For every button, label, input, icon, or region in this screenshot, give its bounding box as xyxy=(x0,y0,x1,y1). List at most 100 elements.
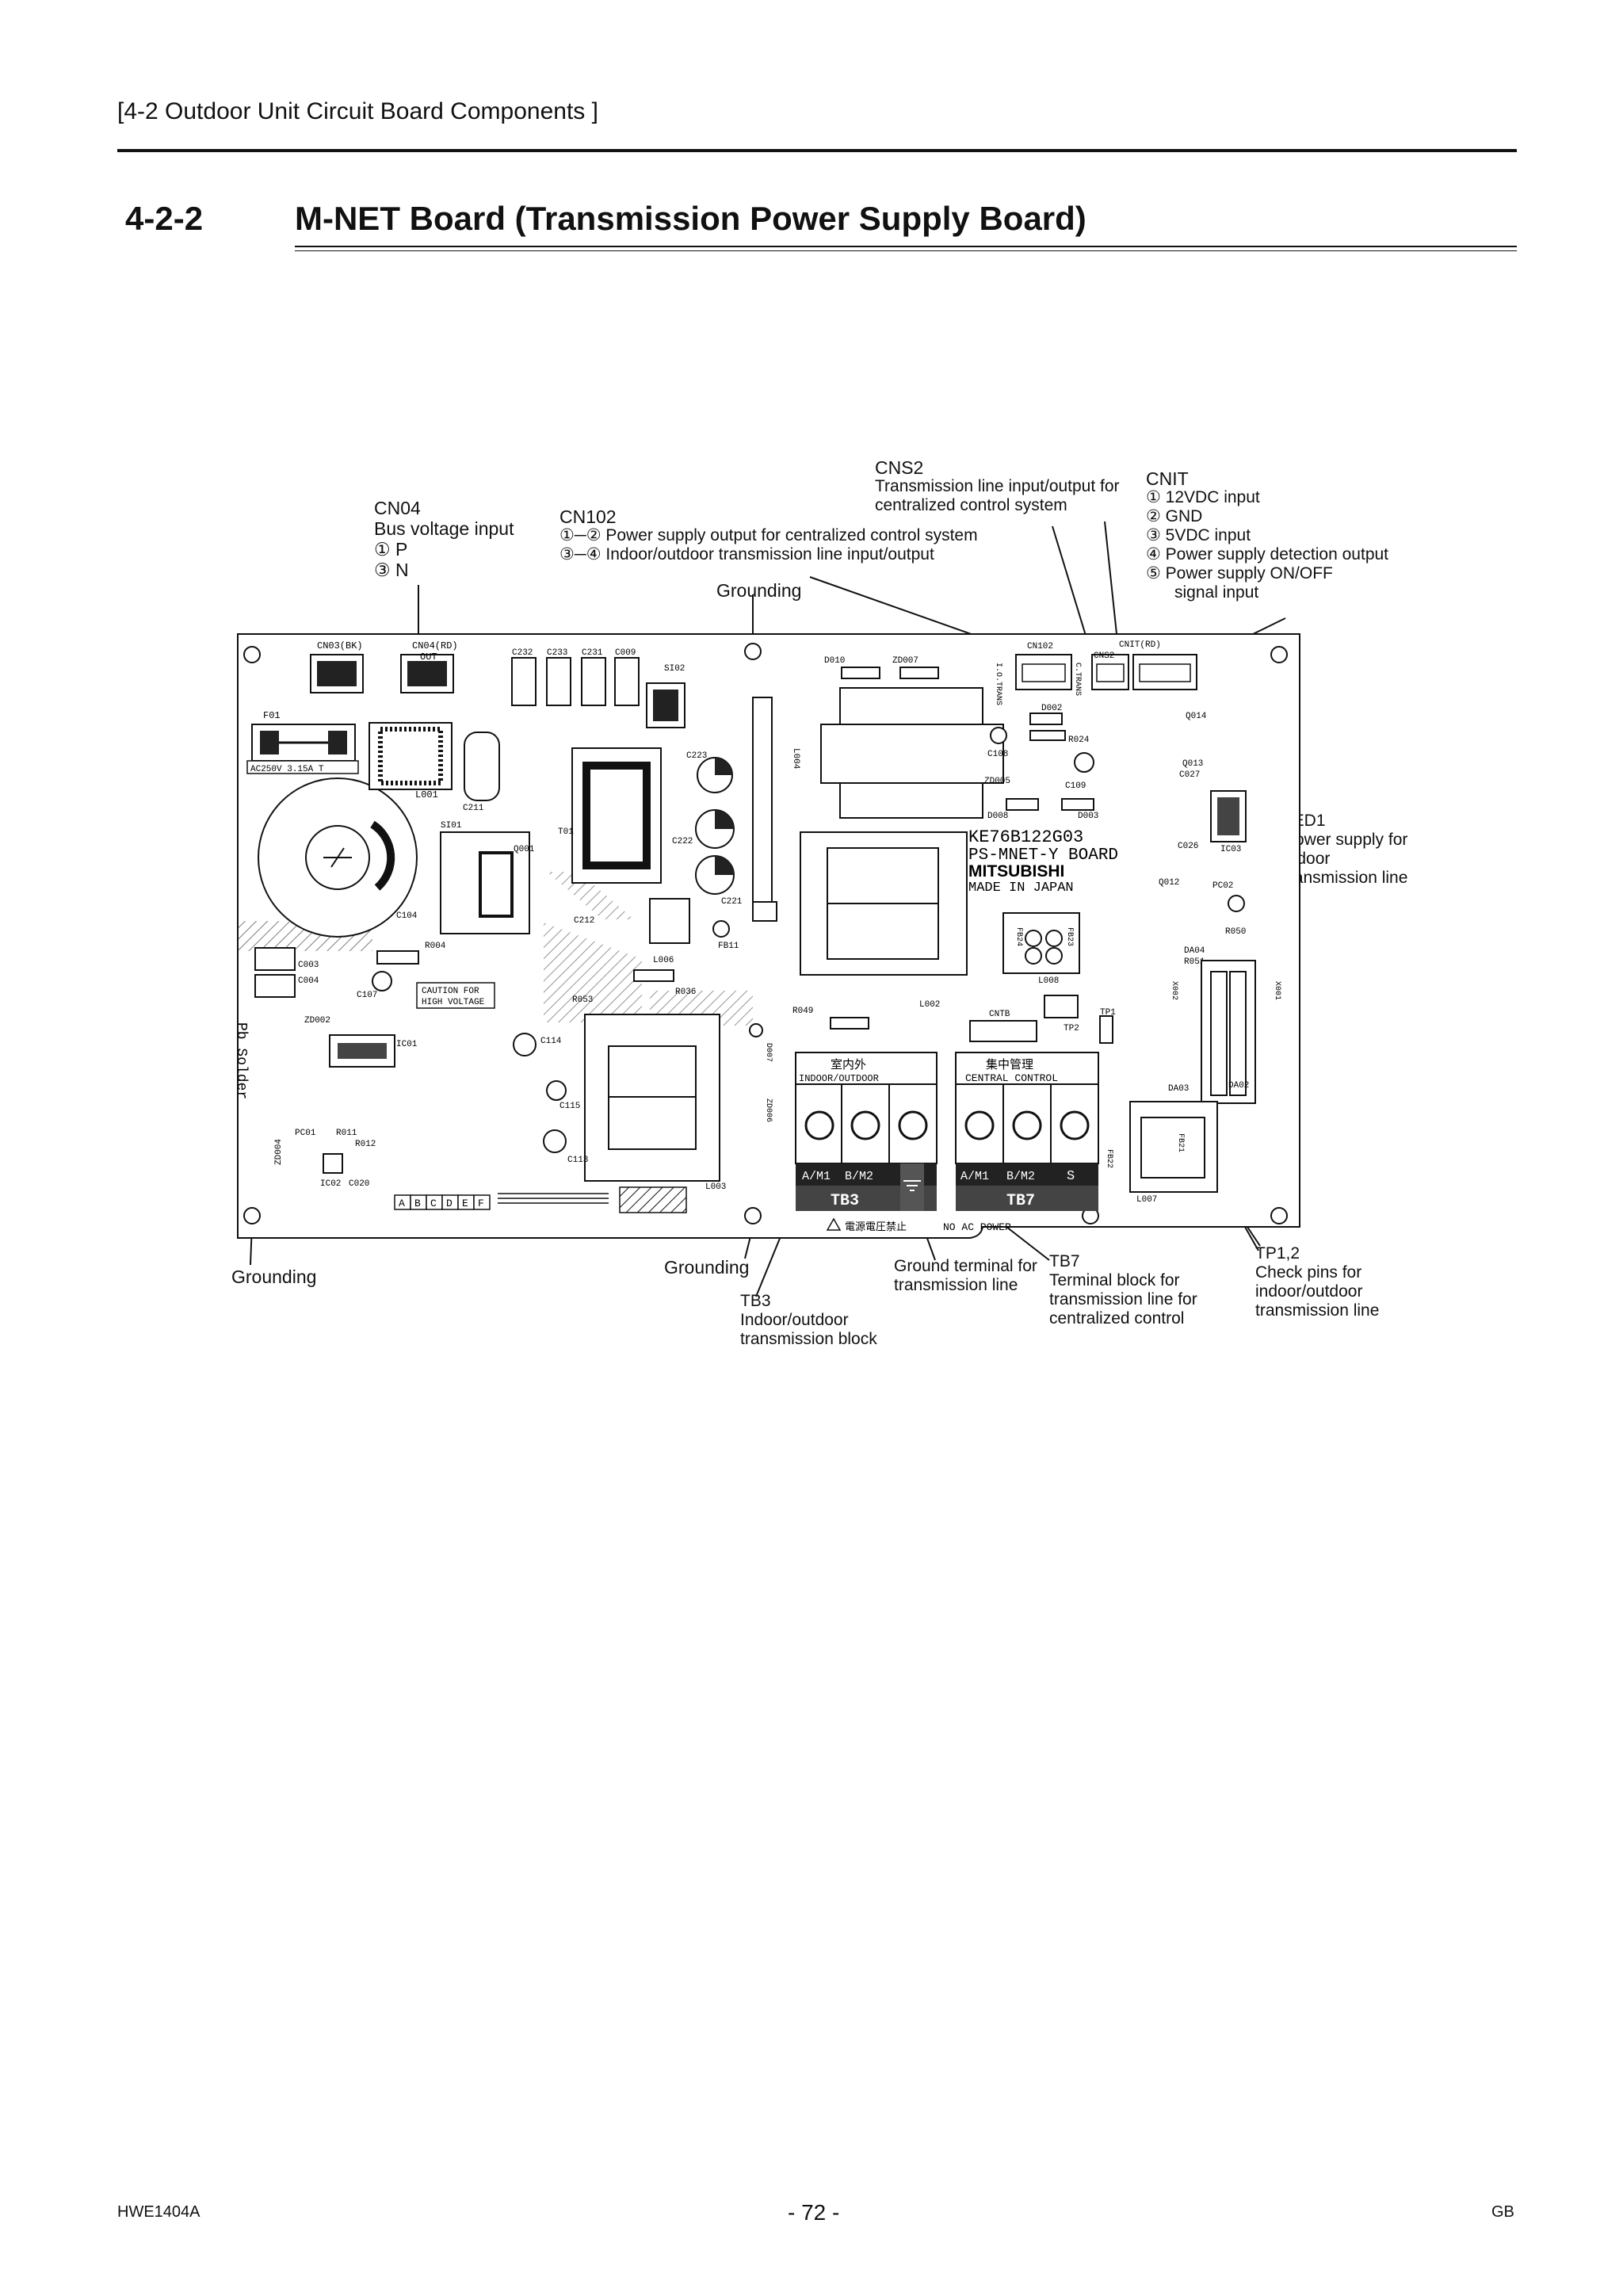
warning-kanji: 電源電圧禁止 xyxy=(845,1221,907,1233)
cnit-name: CNIT xyxy=(1146,468,1189,489)
cns2-callout: CNS2 Transmission line input/output for … xyxy=(875,458,1120,515)
tb7-line2: transmission line for xyxy=(1049,1290,1197,1308)
c233-silk: C233 xyxy=(547,648,567,658)
q001-silk: Q001 xyxy=(514,845,535,854)
da04-silk: DA04 xyxy=(1184,946,1205,956)
cns2-name: CNS2 xyxy=(875,457,924,478)
transformer-center-mid xyxy=(800,831,968,976)
title-rule-thin xyxy=(295,250,1517,251)
tp12-callout: TP1,2 Check pins for indoor/outdoor tran… xyxy=(1255,1244,1379,1320)
ground-terminal xyxy=(900,1163,924,1211)
fb23-fb24-block xyxy=(1002,912,1080,974)
tb7-callout: TB7 Terminal block for transmission line… xyxy=(1049,1252,1197,1328)
c009-silk: C009 xyxy=(615,648,636,658)
c107-silk: C107 xyxy=(357,991,377,1000)
q014-silk: Q014 xyxy=(1186,712,1207,721)
c115-silk: C115 xyxy=(559,1102,580,1111)
cnit-pin2: ② GND xyxy=(1146,507,1203,525)
c222-silk: C222 xyxy=(672,837,693,846)
out-silk: OUT xyxy=(420,651,437,663)
ic03-silk: IC03 xyxy=(1220,845,1241,854)
cnit-pin5b: signal input xyxy=(1174,583,1259,602)
cn102-silk: CN102 xyxy=(1027,642,1053,651)
fuse-f01 xyxy=(251,724,356,762)
da03-silk: DA03 xyxy=(1168,1084,1189,1094)
d010-silk: D010 xyxy=(824,656,845,666)
language-code: GB xyxy=(1491,2203,1514,2221)
section-title: M-NET Board (Transmission Power Supply B… xyxy=(295,200,1086,237)
l007-silk: L007 xyxy=(1136,1195,1157,1205)
cn04-pin1: ① P xyxy=(374,539,408,560)
section-path: [4-2 Outdoor Unit Circuit Board Componen… xyxy=(117,98,598,124)
r050-silk: R050 xyxy=(1225,927,1246,937)
section-number: 4-2-2 xyxy=(125,200,204,237)
board-maker: MITSUBISHI xyxy=(968,862,1064,881)
d002-silk: D002 xyxy=(1041,704,1062,713)
c003-silk: C003 xyxy=(298,961,319,970)
header-rule xyxy=(117,149,1517,152)
c114-silk: C114 xyxy=(540,1037,562,1046)
abc-f: F xyxy=(478,1198,484,1209)
cnit-pin4: ④ Power supply detection output xyxy=(1146,545,1389,563)
cnit-pin5: ⑤ Power supply ON/OFF xyxy=(1146,564,1333,583)
diodes-top xyxy=(841,667,939,679)
tp12-line2: indoor/outdoor xyxy=(1255,1282,1363,1301)
c109-silk: C109 xyxy=(1065,781,1086,791)
l003-silk: L003 xyxy=(705,1182,726,1192)
header-strip xyxy=(752,697,777,922)
d007-silk: D007 xyxy=(764,1043,773,1062)
caution-line2: HIGH VOLTAGE xyxy=(422,998,485,1007)
tb7-a-label: A/M1 xyxy=(960,1170,989,1183)
d008-silk: D008 xyxy=(987,812,1008,821)
connector-cn03 xyxy=(310,654,364,693)
no-ac-power: NO AC POWER xyxy=(943,1221,1011,1233)
ground-terminal-line1: Ground terminal for xyxy=(894,1257,1037,1275)
c108-silk: C108 xyxy=(987,750,1008,759)
r012-silk: R012 xyxy=(355,1140,376,1149)
cnit-pin1: ① 12VDC input xyxy=(1146,488,1260,506)
led1-line1: Power supply for xyxy=(1284,831,1408,849)
led1-callout: LED1 Power supply for indoor transmissio… xyxy=(1284,812,1407,888)
page-number: - 72 - xyxy=(788,2200,840,2225)
l008-silk: L008 xyxy=(1038,976,1059,986)
electrolytic-cap-marks xyxy=(715,758,734,875)
tb3-name: TB3 xyxy=(740,1292,771,1310)
r053-silk: R053 xyxy=(572,995,593,1005)
connector-cn04 xyxy=(400,654,454,693)
da02-silk: DA02 xyxy=(1228,1081,1249,1091)
abc-d: D xyxy=(446,1198,453,1209)
c026-silk: C026 xyxy=(1178,842,1198,851)
c004-silk: C004 xyxy=(298,976,319,986)
cntb-silk: CNTB xyxy=(989,1010,1010,1019)
q013-silk: Q013 xyxy=(1182,759,1203,769)
capacitor-row-top xyxy=(464,657,640,801)
tp2-silk: TP2 xyxy=(1064,1024,1079,1033)
r049-silk: R049 xyxy=(792,1007,813,1016)
r011-silk: R011 xyxy=(336,1129,357,1138)
cn04-name: CN04 xyxy=(374,498,421,518)
si02-silk: SI02 xyxy=(664,664,685,674)
c231-silk: C231 xyxy=(582,648,603,658)
resistors-mid xyxy=(633,969,869,1030)
tb3-line2: transmission block xyxy=(740,1330,877,1348)
toroid-si01-area xyxy=(258,777,418,938)
ground-terminal-line2: transmission line xyxy=(894,1276,1018,1294)
tb7-kanji: 集中管理 xyxy=(986,1057,1033,1072)
ic03-body xyxy=(1210,790,1247,842)
tb7-name: TB7 xyxy=(1049,1252,1080,1270)
io-trans-silk: I.O.TRANS xyxy=(994,663,1002,705)
c104-silk: C104 xyxy=(396,911,418,921)
tb7-b-label: B/M2 xyxy=(1006,1170,1035,1183)
caution-box xyxy=(416,982,495,1009)
connector-cnit xyxy=(1132,654,1197,690)
q012-silk: Q012 xyxy=(1159,878,1179,888)
doc-code: HWE1404A xyxy=(117,2203,200,2221)
zd002-silk: ZD002 xyxy=(304,1016,330,1026)
r036-silk: R036 xyxy=(675,988,696,997)
si02-core xyxy=(653,690,678,721)
left-small-parts xyxy=(254,947,419,998)
pb-solder-mark: Pb Solder xyxy=(233,1022,249,1099)
tb3-kanji: 室内外 xyxy=(831,1057,866,1072)
tb3-line1: Indoor/outdoor xyxy=(740,1311,849,1329)
l002-silk: L002 xyxy=(919,1000,940,1010)
